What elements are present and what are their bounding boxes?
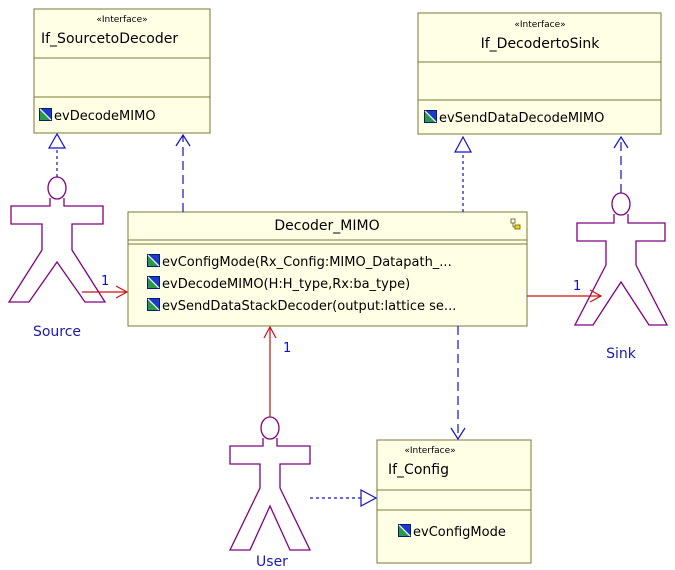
operation-label: evDecodeMIMO <box>54 109 156 124</box>
association-source-decoder: 1 <box>82 274 129 299</box>
class-badge-icon <box>510 218 521 230</box>
dependency-sink-interface <box>613 135 629 193</box>
dependency-decoder-source-interface <box>175 133 191 212</box>
interface-stereotype: «Interface» <box>404 446 455 456</box>
interface-config[interactable]: «Interface» If_Config evConfigMode <box>376 439 532 564</box>
operation-icon <box>39 108 52 121</box>
interface-stereotype: «Interface» <box>514 20 565 30</box>
multiplicity-label: 1 <box>283 341 291 356</box>
realization-user <box>310 489 378 507</box>
operation-icon <box>147 298 160 311</box>
realization-source <box>47 132 67 177</box>
actor-source[interactable]: Source <box>7 176 107 340</box>
interface-decoder-to-sink[interactable]: «Interface» If_DecodertoSink evSendDataD… <box>417 12 662 135</box>
multiplicity-label: 1 <box>101 274 109 289</box>
realization-decoder <box>454 135 472 212</box>
interface-name: If_Config <box>388 462 449 478</box>
operation-label: evDecodeMIMO(H:H_type,Rx:ba_type) <box>162 277 410 292</box>
interface-name: If_DecodertoSink <box>481 36 601 52</box>
actor-label: User <box>256 554 288 570</box>
operation-label: evConfigMode <box>413 525 506 540</box>
actor-user[interactable]: User <box>228 416 312 570</box>
operation-label: evConfigMode(Rx_Config:MIMO_Datapath_... <box>162 255 452 270</box>
actor-sink[interactable]: Sink <box>573 192 669 362</box>
operation-icon <box>147 254 160 267</box>
interface-name: If_SourcetoDecoder <box>41 31 178 47</box>
multiplicity-label: 1 <box>573 279 581 294</box>
interface-stereotype: «Interface» <box>96 15 147 25</box>
interface-source-to-decoder[interactable]: «Interface» If_SourcetoDecoder evDecodeM… <box>33 8 211 134</box>
operation-icon <box>424 110 437 123</box>
association-decoder-sink: 1 <box>527 279 603 303</box>
operation-label: evSendDataStackDecoder(output:lattice se… <box>162 299 456 314</box>
operation-label: evSendDataDecodeMIMO <box>439 111 604 126</box>
class-decoder-mimo[interactable]: Decoder_MIMO evConfigMode(Rx_Config:MIMO… <box>127 211 528 327</box>
dependency-decoder-config <box>450 326 466 441</box>
class-name: Decoder_MIMO <box>274 218 379 234</box>
actor-label: Source <box>33 324 81 340</box>
operation-icon <box>147 276 160 289</box>
operation-icon <box>398 524 411 537</box>
association-user-decoder: 1 <box>263 325 291 417</box>
actor-label: Sink <box>606 346 637 362</box>
